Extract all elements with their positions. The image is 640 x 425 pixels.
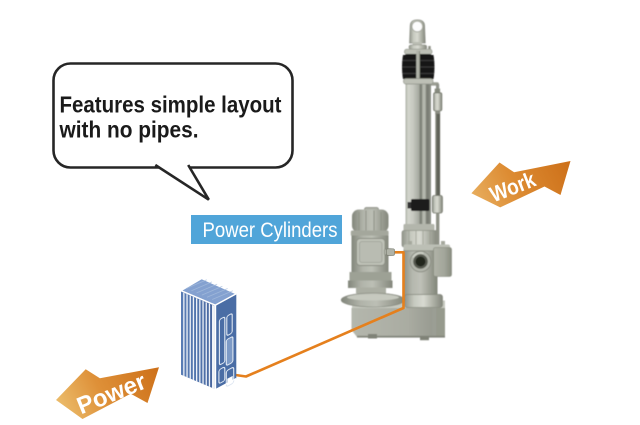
svg-text:with no pipes.: with no pipes. [59,117,199,143]
svg-text:Features simple layout: Features simple layout [60,92,282,118]
svg-text:Power Cylinders: Power Cylinders [203,219,338,242]
